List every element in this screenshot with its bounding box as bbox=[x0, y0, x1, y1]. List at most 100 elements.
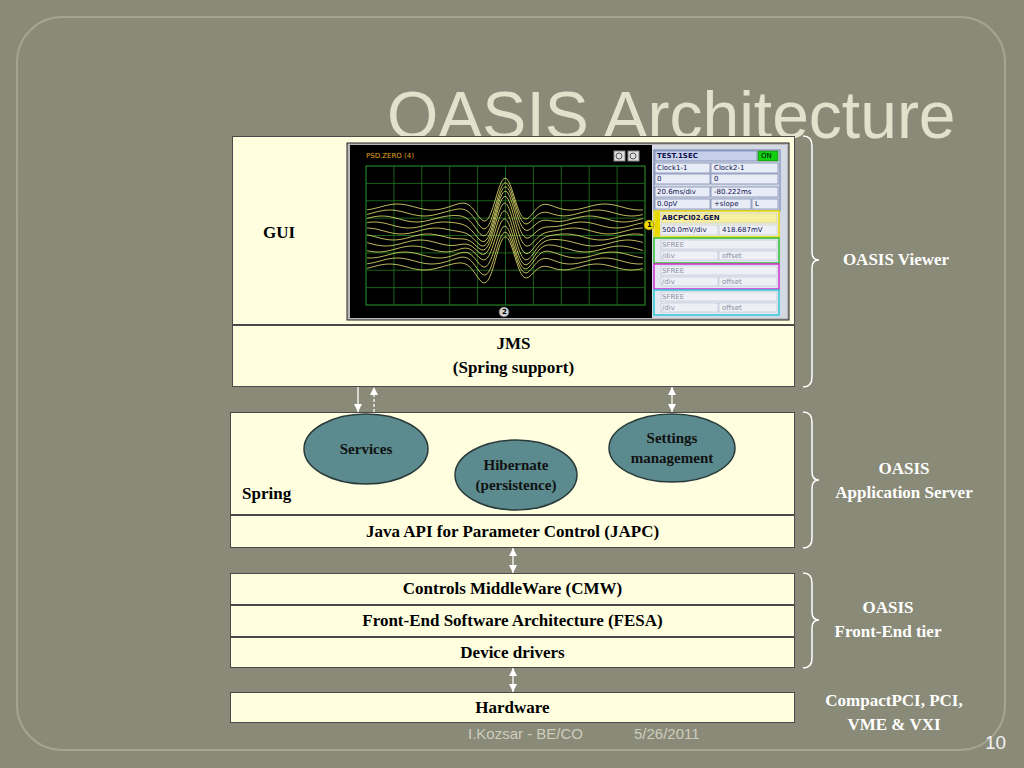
scope-waveforms bbox=[367, 178, 643, 283]
panel-field bbox=[661, 251, 718, 260]
panel-field bbox=[661, 225, 718, 235]
connector-arrow bbox=[373, 387, 374, 412]
tier-label: CompactPCI, PCI, VME & VXI bbox=[799, 689, 989, 737]
waveform-trace bbox=[367, 237, 643, 283]
grid-line bbox=[366, 270, 645, 271]
panel-field bbox=[719, 303, 777, 312]
callout-number: 2 bbox=[502, 308, 507, 316]
cursor-marker bbox=[499, 307, 509, 317]
channel-marker bbox=[644, 220, 654, 230]
text-line: OASIS bbox=[814, 457, 994, 481]
screen-text: +slope bbox=[714, 200, 739, 208]
connector-arrow bbox=[671, 387, 672, 412]
node-text: Java API for Parameter Control (JAPC) bbox=[366, 520, 659, 544]
ellipse-shape bbox=[455, 440, 577, 510]
text-line: VME & VXI bbox=[799, 713, 989, 737]
channel-group bbox=[654, 290, 779, 315]
layer-box: Front-End Software Architecture (FESA) bbox=[230, 605, 795, 637]
panel-field bbox=[661, 277, 718, 286]
channel-group bbox=[654, 264, 779, 289]
zoom-icon bbox=[630, 153, 636, 159]
node-text: Settings management bbox=[631, 428, 714, 468]
tier-label: OASIS Application Server bbox=[814, 457, 994, 505]
layer-box: Controls MiddleWare (CMW) bbox=[230, 573, 795, 605]
screen-text: TEST.1SEC bbox=[657, 152, 698, 160]
grid-border bbox=[366, 166, 645, 305]
screen-text: PSD.ZERO (4) bbox=[366, 152, 414, 160]
screen-text: SFREE bbox=[662, 293, 684, 301]
node-text: Front-End Software Architecture (FESA) bbox=[362, 609, 662, 633]
screen-text: 0 bbox=[657, 175, 661, 183]
layer-box: Java API for Parameter Control (JAPC) bbox=[230, 515, 795, 548]
text-line: Application Server bbox=[814, 481, 994, 505]
panel-field bbox=[711, 174, 778, 184]
channel-bar bbox=[655, 212, 660, 236]
panel-field bbox=[752, 199, 778, 209]
panel-field bbox=[655, 151, 757, 161]
screen-text: offset bbox=[722, 252, 742, 260]
text-line: CompactPCI, PCI, bbox=[799, 689, 989, 713]
waveform-trace bbox=[367, 196, 643, 246]
tier-label: OASIS Viewer bbox=[816, 248, 976, 272]
screen-text: ABCPCI02.GEN bbox=[662, 214, 720, 222]
panel-field bbox=[711, 199, 751, 209]
waveform-trace bbox=[367, 191, 643, 241]
panel-field bbox=[711, 187, 778, 197]
zoom-icon bbox=[614, 151, 625, 161]
scope-screen bbox=[350, 145, 652, 318]
screen-text: L bbox=[755, 200, 759, 208]
ellipse-shape bbox=[304, 414, 428, 484]
panel-field bbox=[655, 174, 710, 184]
screen-text: 20.6ms/div bbox=[657, 188, 696, 196]
connector-arrow bbox=[512, 548, 513, 573]
slide-number: 10 bbox=[985, 732, 1006, 754]
zoom-icon bbox=[616, 153, 622, 159]
footer-text: I.Kozsar - BE/CO bbox=[468, 725, 583, 743]
channel-group bbox=[654, 238, 779, 263]
panel-field bbox=[661, 240, 777, 249]
panel-field bbox=[655, 199, 710, 209]
layer-box: Device drivers bbox=[230, 637, 795, 668]
channel-group bbox=[654, 211, 779, 237]
component-ellipse: Hibernate (persistence) bbox=[454, 439, 578, 511]
layer-box: Hardware bbox=[230, 692, 795, 723]
tier-bracket bbox=[803, 136, 819, 387]
ellipse-shape bbox=[609, 414, 735, 482]
status-field bbox=[758, 151, 778, 161]
layer-box: SpringServicesHibernate (persistence)Set… bbox=[230, 412, 795, 515]
connector-arrow bbox=[357, 387, 358, 412]
grid-line bbox=[366, 235, 645, 236]
node-text: GUI bbox=[263, 221, 295, 245]
tier-bracket bbox=[803, 412, 819, 548]
waveform-trace bbox=[367, 232, 643, 275]
tier-label: OASIS Front-End tier bbox=[808, 596, 968, 644]
text-line: (persistence) bbox=[476, 475, 557, 495]
panel-group bbox=[654, 150, 780, 211]
screen-text: SFREE bbox=[662, 241, 684, 249]
screen-text: 418.687mV bbox=[722, 226, 763, 234]
panel-field bbox=[655, 163, 710, 173]
node-text: Hibernate (persistence) bbox=[476, 455, 557, 495]
zoom-icon bbox=[628, 151, 639, 161]
grid-line bbox=[366, 287, 645, 288]
screen-text: /div bbox=[662, 304, 675, 312]
screen-text: offset bbox=[722, 278, 742, 286]
text-line: Front-End tier bbox=[808, 620, 968, 644]
node-text: Device drivers bbox=[460, 641, 564, 665]
ellipse-outline bbox=[454, 439, 578, 511]
callout-number: 1 bbox=[647, 221, 652, 229]
screen-text: Clock1-1 bbox=[657, 164, 687, 172]
screen-text: 0.0pV bbox=[657, 200, 677, 208]
panel-field bbox=[655, 187, 710, 197]
panel-field bbox=[719, 277, 777, 286]
node-text: Controls MiddleWare (CMW) bbox=[403, 577, 622, 601]
panel-field bbox=[711, 163, 778, 173]
scope-grid bbox=[366, 166, 645, 305]
layer-box: JMS (Spring support) bbox=[232, 325, 795, 387]
oscilloscope-screenshot bbox=[347, 143, 789, 320]
text-line: Settings bbox=[631, 428, 714, 448]
panel-field bbox=[661, 213, 777, 223]
